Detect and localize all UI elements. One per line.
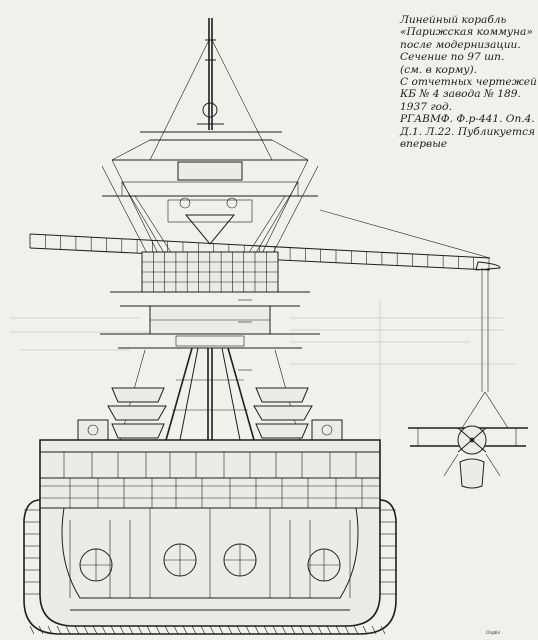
drawing-line — [218, 625, 224, 635]
drawing-line — [119, 625, 125, 635]
drafter-signature: Олдбл — [486, 630, 500, 635]
drawing-line — [56, 625, 62, 635]
caption-line-1: Линейный корабль — [400, 14, 507, 26]
drawing-line — [128, 625, 134, 635]
drawing-line — [29, 625, 35, 635]
drawing-line — [236, 625, 242, 635]
hull-section — [39, 439, 381, 627]
caption-line-10: Д.1. Л.22. Публикуется — [400, 125, 536, 138]
drawing-line — [65, 625, 71, 635]
drawing-line — [191, 625, 197, 635]
caption-line-7: КБ № 4 завода № 189. — [400, 88, 521, 101]
drawing-line — [308, 625, 314, 635]
drawing-line — [227, 625, 233, 635]
drawing-line — [164, 625, 170, 635]
caption-line-6: С отчетных чертежей — [400, 76, 537, 89]
drawing-line — [137, 625, 143, 635]
drawing-line — [245, 625, 251, 635]
bridge-structure — [100, 251, 320, 349]
drawing-line — [290, 625, 296, 635]
top-mast — [149, 18, 273, 161]
drawing-caption: Линейный корабль «Парижская коммуна» пос… — [400, 14, 537, 151]
drawing-line — [272, 625, 278, 635]
torpedo-bulges — [23, 499, 397, 635]
caption-line-2: «Парижская коммуна» — [400, 26, 533, 39]
drawing-line — [362, 625, 368, 635]
drawing-line — [209, 625, 215, 635]
caption-line-4: Сечение по 97 шп. — [400, 51, 505, 64]
caption-line-11: впервые — [400, 138, 448, 151]
drawing-line — [173, 625, 179, 635]
drawing-line — [101, 625, 107, 635]
drawing-line — [344, 625, 350, 635]
caption-line-5: (см. в корму). — [400, 63, 478, 76]
seaplane-illustration — [408, 391, 528, 489]
drawing-line — [47, 625, 53, 635]
searchlight-platforms — [77, 387, 343, 441]
drawing-line — [299, 625, 305, 635]
drawing-line — [371, 625, 377, 635]
drawing-line — [281, 625, 287, 635]
drawing-line — [74, 625, 80, 635]
drawing-line — [326, 625, 332, 635]
caption-line-3: после модернизации. — [400, 38, 521, 51]
drawing-line — [146, 625, 152, 635]
drawing-line — [155, 625, 161, 635]
drawing-line — [38, 625, 44, 635]
caption-line-8: 1937 год. — [400, 100, 453, 113]
drawing-line — [335, 625, 341, 635]
drawing-line — [317, 625, 323, 635]
drawing-line — [254, 625, 260, 635]
annotation-marks — [238, 299, 252, 371]
drawing-line — [110, 625, 116, 635]
drawing-line — [380, 625, 386, 635]
drawing-line — [83, 625, 89, 635]
drawing-line — [263, 625, 269, 635]
drawing-line — [182, 625, 188, 635]
caption-line-9: РГАВМФ. Ф.р-441. Оп.4. — [400, 113, 535, 126]
drawing-line — [353, 625, 359, 635]
drawing-line — [200, 625, 206, 635]
bleed-through-text — [10, 300, 515, 440]
drawing-line — [92, 625, 98, 635]
